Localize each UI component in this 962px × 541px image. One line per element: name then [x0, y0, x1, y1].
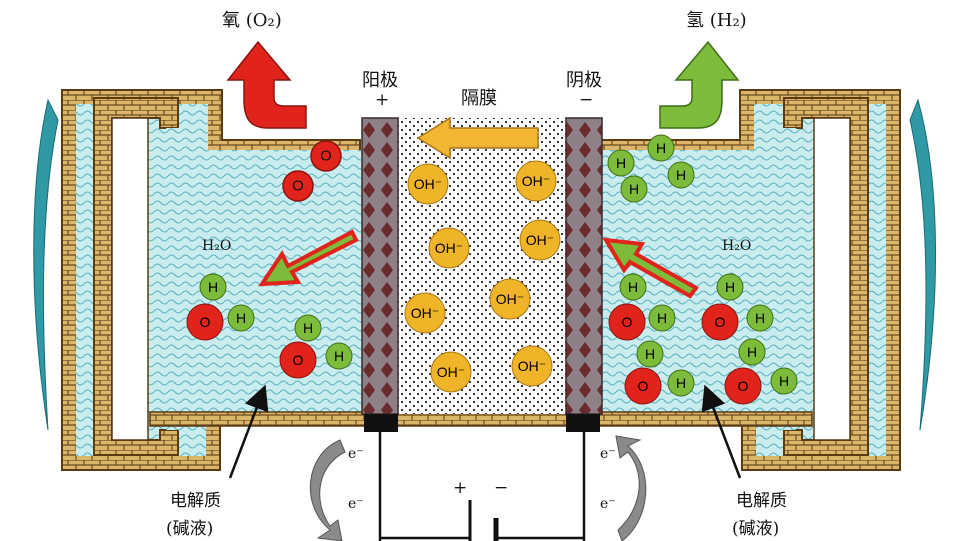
- oxygen-atom-label: O: [715, 314, 726, 330]
- right-circulation-arrow: [909, 98, 937, 431]
- battery-minus-label: −: [494, 478, 509, 498]
- oxygen-atom-label: O: [638, 378, 649, 394]
- water-label-left: H₂O: [202, 238, 232, 254]
- hydrogen-atom-label: H: [236, 310, 246, 326]
- oxygen-label: 氧 (O₂): [222, 10, 282, 31]
- left-electron-arrow: [309, 439, 346, 541]
- oxygen-atom-label: O: [622, 314, 633, 330]
- hydrogen-atom-label: H: [747, 344, 757, 360]
- anode-sign: +: [375, 90, 390, 110]
- hydrogen-atom-label: H: [208, 279, 218, 295]
- anode-terminal: [364, 414, 398, 432]
- hydrogen-label: 氢 (H₂): [686, 10, 747, 31]
- hydrogen-atom-label: H: [334, 348, 344, 364]
- hydroxide-ion-label: OH⁻: [526, 232, 554, 248]
- oxygen-atom-label: O: [200, 314, 211, 330]
- right-electron-arrow: [615, 435, 647, 541]
- water-molecules-right: H O H H O H H O H H O H: [608, 273, 798, 405]
- hydrogen-atom-label: H: [616, 155, 626, 171]
- hydrogen-outlet-arrow: [659, 40, 740, 129]
- cathode-sign: −: [579, 90, 594, 110]
- hydrogen-atom-label: H: [628, 279, 638, 295]
- anode-electrode: [361, 117, 399, 415]
- hydroxide-ion-label: OH⁻: [437, 364, 465, 380]
- electrolyte-pointer-left: [228, 384, 269, 479]
- battery-plus-label: +: [453, 478, 468, 498]
- cathode-label: 阴极: [566, 70, 602, 91]
- cathode-electrode: [565, 117, 603, 415]
- hydroxide-ion-label: OH⁻: [522, 173, 550, 189]
- water-label-right: H₂O: [722, 238, 752, 254]
- oxygen-atom-label: O: [293, 352, 304, 368]
- electron-label: e⁻: [600, 446, 616, 462]
- oxygen-outlet-arrow: [226, 40, 307, 129]
- hydroxide-ion-label: OH⁻: [518, 358, 546, 374]
- water-molecules-left: H O H H O H: [186, 273, 353, 379]
- hydrogen-atom-label: H: [656, 140, 666, 156]
- electrolyte-label-right-sub: (碱液): [732, 519, 780, 539]
- electron-label: e⁻: [348, 496, 364, 512]
- hydroxide-ion-label: OH⁻: [414, 176, 442, 192]
- electrolyte-label-left: 电解质: [170, 491, 221, 511]
- left-circulation-arrow: [33, 98, 59, 431]
- h2-molecules: H H H H: [607, 134, 695, 203]
- hydrogen-atom-label: H: [629, 181, 639, 197]
- electrolyte-pointer-right: [701, 384, 742, 479]
- oxygen-atom-label: O: [292, 178, 304, 195]
- hydroxide-ions: OH⁻ OH⁻ OH⁻ OH⁻ OH⁻ OH⁻ OH⁻ OH⁻: [404, 160, 561, 393]
- hydrogen-atom-label: H: [779, 373, 789, 389]
- hydroxide-ion-label: OH⁻: [435, 240, 463, 256]
- electrolyte-label-right: 电解质: [736, 491, 787, 511]
- hydrogen-atom-label: H: [645, 346, 655, 362]
- hydrogen-atom-label: H: [725, 279, 735, 295]
- hydrogen-atom-label: H: [676, 167, 686, 183]
- hydrogen-atom-label: H: [676, 375, 686, 391]
- oxygen-atom-label: O: [320, 148, 332, 165]
- electron-label: e⁻: [348, 446, 364, 462]
- oxygen-atom-label: O: [738, 378, 749, 394]
- electrolyte-label-left-sub: (碱液): [166, 519, 214, 539]
- membrane-label: 隔膜: [461, 88, 497, 109]
- hydroxide-ion-label: OH⁻: [496, 291, 524, 307]
- o2-molecule: O O: [282, 140, 342, 202]
- water-inflow-arrow-left: [258, 229, 359, 287]
- cathode-terminal: [566, 414, 600, 432]
- electron-label: e⁻: [600, 496, 616, 512]
- hydrogen-atom-label: H: [303, 320, 313, 336]
- hydroxide-ion-label: OH⁻: [411, 305, 439, 321]
- hydroxide-migration-arrow: [416, 116, 539, 160]
- hydrogen-atom-label: H: [657, 310, 667, 326]
- hydrogen-atom-label: H: [755, 310, 765, 326]
- anode-label: 阳极: [362, 70, 398, 91]
- water-inflow-arrow-right: [602, 237, 699, 299]
- external-circuit: [378, 432, 586, 541]
